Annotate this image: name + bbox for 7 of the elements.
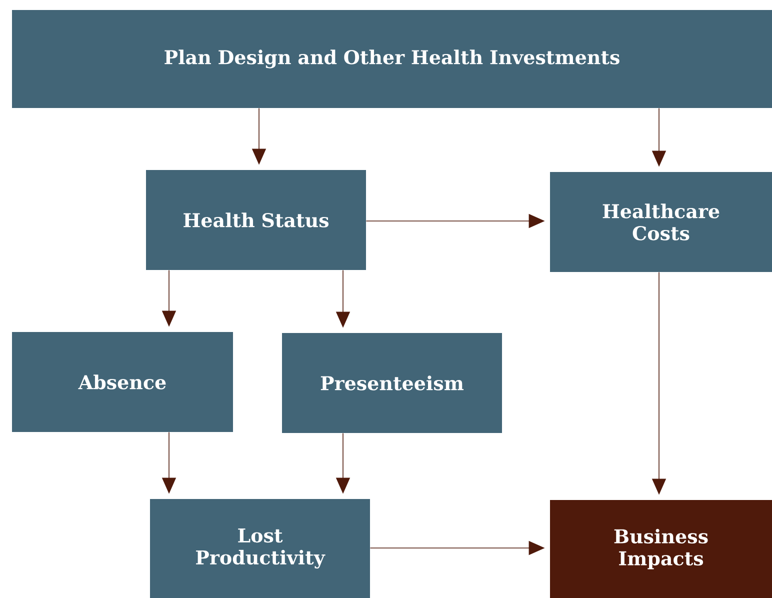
process-box: Absence — [12, 332, 233, 432]
process-box: Lost Productivity — [150, 499, 370, 598]
title-box: Plan Design and Other Health Investments — [12, 10, 772, 108]
process-box: Healthcare Costs — [550, 172, 772, 272]
process-box: Health Status — [146, 170, 366, 270]
process-box: Business Impacts — [550, 500, 772, 598]
process-box: Presenteeism — [282, 333, 502, 433]
